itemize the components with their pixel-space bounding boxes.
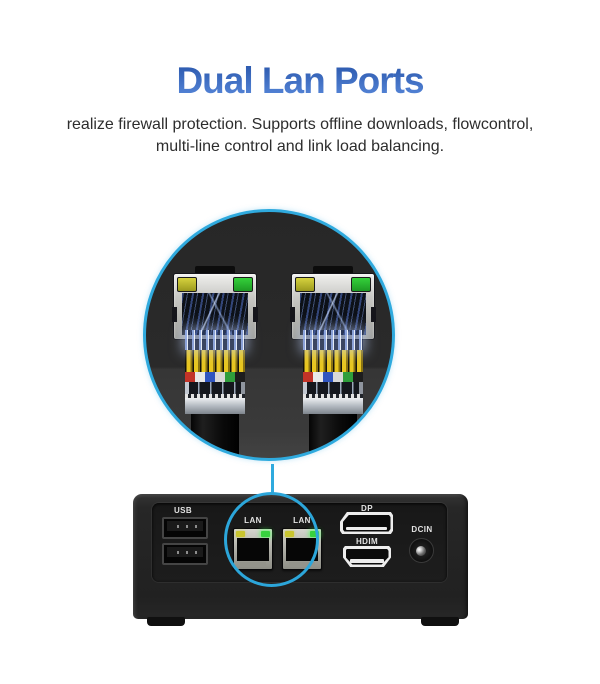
rj45-plug <box>303 330 363 458</box>
hdmi-slot <box>350 559 384 563</box>
zoomed-lan-port-left <box>172 266 258 458</box>
led-green <box>351 277 371 292</box>
plug-crimp-dots <box>303 394 363 398</box>
jack-notch-right <box>371 307 376 322</box>
plug-wire-bands <box>303 372 363 382</box>
hdmi-label: HDIM <box>355 537 379 546</box>
plug-cable <box>191 414 239 458</box>
device-foot-right <box>421 617 459 626</box>
plug-gold-pins <box>303 350 363 372</box>
led-yellow <box>295 277 315 292</box>
subtitle-line-1: realize firewall protection. Supports of… <box>66 116 534 133</box>
jack-notch-right <box>253 307 258 322</box>
plug-glow <box>303 330 363 350</box>
subtitle-line-2: multi-line control and link load balanci… <box>155 138 445 155</box>
plug-glow <box>185 330 245 350</box>
jack-notch-left <box>290 307 295 322</box>
device-foot-left <box>147 617 185 626</box>
plug-wire-bands <box>185 372 245 382</box>
plug-collar <box>303 398 363 414</box>
led-yellow <box>177 277 197 292</box>
hdmi-port <box>343 546 391 567</box>
plug-wires <box>303 382 363 394</box>
led-green <box>233 277 253 292</box>
dc-power-jack <box>409 538 434 563</box>
plug-wires <box>185 382 245 394</box>
usb-port-bottom <box>162 543 208 565</box>
jack-notch-left <box>172 307 177 322</box>
jack-window <box>300 293 366 335</box>
usb-tongue <box>167 521 203 531</box>
page-title: Dual Lan Ports <box>0 60 600 102</box>
jack-window <box>182 293 248 335</box>
dp-slot <box>346 526 387 530</box>
plug-cable <box>309 414 357 458</box>
dp-label: DP <box>361 504 373 513</box>
usb-port-top <box>162 517 208 539</box>
rj45-plug <box>185 330 245 458</box>
mini-pc-rear: USB LAN LAN DP <box>133 492 468 626</box>
dcin-label: DCIN <box>411 525 433 534</box>
lan-highlight-ring <box>224 492 319 587</box>
plug-crimp-dots <box>185 394 245 398</box>
dp-port <box>340 512 393 534</box>
usb-tongue <box>167 547 203 557</box>
dc-jack-pin <box>416 546 426 556</box>
lan-zoom-circle <box>143 209 395 461</box>
subtitle: realize firewall protection. Supports of… <box>0 114 600 158</box>
callout-connector-line <box>271 464 274 498</box>
jack-frame <box>172 273 258 340</box>
plug-collar <box>185 398 245 414</box>
plug-gold-pins <box>185 350 245 372</box>
usb-label: USB <box>173 506 193 515</box>
zoomed-lan-port-right <box>290 266 376 458</box>
